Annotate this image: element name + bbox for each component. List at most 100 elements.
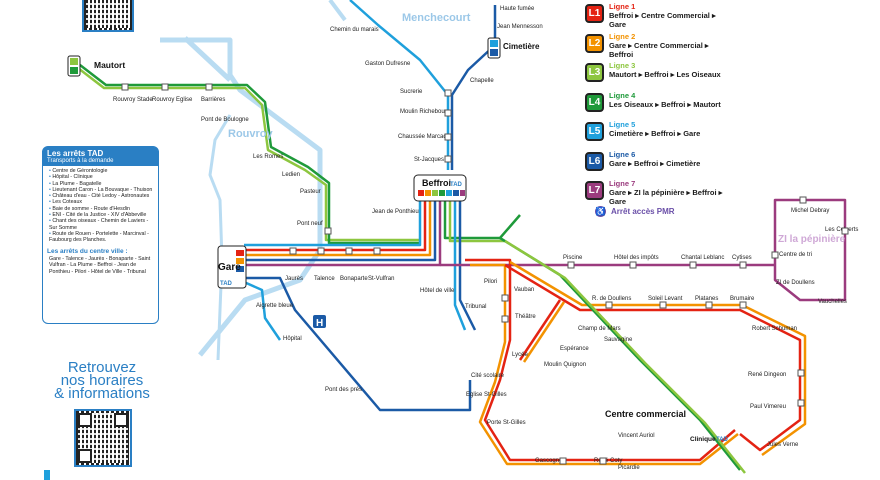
stop-rene-dingeon: René Dingeon (748, 372, 786, 378)
clinique-label: Clinique (690, 436, 716, 443)
tad-stop-item: Centre de Gérontologie (49, 168, 154, 174)
tad-stop-item: Les Coteaux (49, 199, 154, 205)
qr-code-bottom[interactable] (74, 409, 132, 467)
line-badge-l2: L2 (585, 33, 604, 53)
stop-haute-fumee: Haute fumée (500, 6, 535, 12)
pmr-legend: ♿ Arrêt accès PMR (595, 206, 675, 217)
clinique-tad-label: TAD (716, 437, 729, 443)
line-name: Ligne 7 (609, 179, 636, 188)
stop-pilori: Pilori (484, 279, 497, 285)
beffroi-label: Beffroi (422, 178, 451, 188)
stop-moulin-quignon: Moulin Quignon (544, 362, 586, 368)
stop-pasteur: Pasteur (300, 189, 321, 195)
line-route: Gare ▸ Centre Commercial ▸ Beffroi (609, 40, 709, 59)
stop-aigrette: Aigrette bleue (256, 303, 294, 309)
stop-esperance: Espérance (560, 346, 589, 352)
stop-pont-boulogne: Pont de Boulogne (201, 117, 249, 123)
stop-markers (121, 83, 849, 465)
stop-jean-ponthieu: Jean de Ponthieu (372, 209, 419, 215)
hospital-icon (313, 315, 326, 328)
retrouvez-line-2: nos horaires (60, 372, 144, 389)
stop-picardie: Picardie (618, 465, 640, 471)
qr-code-top[interactable] (82, 0, 134, 32)
stop-chantal: Chantal Leblanc (681, 255, 724, 261)
stop-centre-tri: Centre de tri (779, 252, 812, 258)
tad-stop-item: La Plume - Bagatelle (49, 181, 154, 187)
gare-tad-label: TAD (220, 281, 233, 287)
stop-barrieres: Barrières (201, 97, 225, 103)
tad-stop-item: Baie de somme - Route d'Hesdin (49, 206, 154, 212)
gare-hub[interactable] (217, 245, 247, 289)
line-3-4-mautort (77, 64, 420, 245)
tad-title: Les arrêts TAD (47, 149, 104, 158)
line-1-2-loop (465, 258, 807, 466)
stop-michel-debray: Michel Debray (791, 208, 829, 214)
cimetiere-l5-badge (490, 40, 498, 47)
stop-porte-st-gilles: Porte St-Gilles (487, 420, 526, 426)
line-name: Ligne 2 (609, 31, 636, 41)
retrouvez-line-3: & informations (54, 385, 150, 402)
tad-stop-item: Route de Rouen - Portelette - Marcinval … (49, 231, 154, 244)
line-route: Beffroi ▸ Centre Commercial ▸ Gare (609, 11, 716, 29)
cimetiere-l6-badge (490, 49, 498, 56)
tad-stop-item: Château d'eau - Cité Ledoy - Astronautes (49, 193, 154, 199)
stop-paul-vimereu: Paul Vimereu (750, 404, 786, 410)
brand-bar (44, 470, 50, 480)
stop-pont-neuf: Pont neuf (297, 221, 323, 227)
line-badge-l4: L4 (585, 92, 604, 112)
beffroi-hub[interactable] (413, 174, 467, 202)
line-name: Ligne 4 (609, 90, 636, 100)
menchecourt-label: Menchecourt (402, 12, 471, 24)
stop-chapelle: Chapelle (470, 78, 494, 84)
stop-champ-mars: Champ de Mars (578, 326, 621, 332)
stop-cytises: Cytises (732, 255, 752, 261)
line-badge-l5: L5 (585, 122, 604, 141)
line-5-6-hopital (243, 276, 472, 412)
tad-stop-item: Hôpital - Clinique (49, 174, 154, 180)
line-route: Les Oiseaux ▸ Beffroi ▸ Mautort (609, 99, 721, 109)
line-name: Ligne 6 (609, 149, 636, 159)
stop-jean-mennesson: Jean Mennesson (497, 24, 543, 30)
line-name: Ligne 3 (609, 61, 636, 70)
stop-vincent-auriol: Vincent Auriol (618, 433, 655, 439)
stop-chaussee: Chaussée Marcadé (398, 134, 451, 140)
stop-piscine: Piscine (563, 255, 583, 261)
stop-gaston: Gaston Dufresne (365, 61, 411, 67)
mautort-l4-badge (70, 67, 78, 74)
cimetiere-label: Cimetière (503, 42, 540, 51)
stop-bonaparte: Bonaparte (340, 276, 368, 282)
line-badge-l1: L1 (585, 4, 604, 23)
stop-tribunal: Tribunal (465, 304, 486, 310)
stop-jules-verne: Jules Verne (767, 442, 799, 448)
centre-ville-list: Gare - Talence - Jaurès - Bonaparte - Sa… (49, 255, 151, 275)
hospital-icon-glyph: H (316, 318, 323, 329)
mautort-label: Mautort (94, 60, 125, 70)
stop-zi-doullens: ZI de Doullens (776, 280, 815, 286)
stop-rouvroy-stade: Rouvroy Stade (113, 97, 153, 103)
stop-chemin-marais: Chemin du marais (330, 27, 379, 33)
retrouvez-line-1: Retrouvez (67, 359, 137, 376)
stop-eglise-st-gilles: Eglise St-Gilles (466, 392, 507, 398)
line-3-4-oiseaux (499, 236, 746, 474)
stop-sucrerie: Sucrerie (400, 89, 423, 95)
stop-brumaire: Brumaire (730, 296, 755, 302)
stop-vauchelles: Vauchelles (818, 299, 847, 305)
line-badge-l6: L6 (585, 151, 604, 171)
centre-commercial-label: Centre commercial (605, 409, 686, 419)
zi-label: ZI la pépinière (778, 234, 846, 245)
stop-gascogne: Gascogne (535, 458, 563, 464)
stop-r-doullens: R. de Doullens (592, 296, 631, 302)
